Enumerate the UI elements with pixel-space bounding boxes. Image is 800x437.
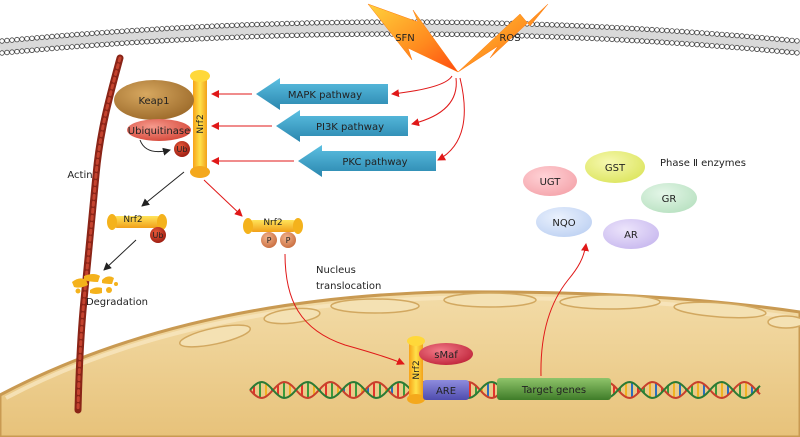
- mapk-pathway-arrow: MAPK pathway: [256, 78, 388, 110]
- mapk-label: MAPK pathway: [288, 90, 362, 101]
- nuclear-nrf2-label: Nrf2: [412, 360, 422, 379]
- phase-ii-enzymes: Phase Ⅱ enzymes UGT GST GR NQO AR: [523, 151, 746, 249]
- translocation-arrow: [284, 253, 405, 365]
- degraded-fragments: [72, 274, 118, 294]
- enzyme-gr: GR: [641, 183, 697, 213]
- nuclear-pores: [178, 292, 800, 348]
- enzyme-ar: AR: [603, 219, 659, 249]
- to-phospho-nrf2-arrow: [203, 179, 243, 217]
- degradation-label: Degradation: [86, 297, 148, 308]
- ar-label: AR: [624, 230, 638, 241]
- ub-marker: Ub: [174, 141, 190, 157]
- ubiquitinase: Ubiquitinase: [127, 119, 191, 141]
- enzyme-gst: GST: [585, 151, 645, 183]
- p-nrf2-label: Nrf2: [263, 218, 282, 228]
- nqo-label: NQO: [552, 218, 575, 229]
- ub-nrf2-ub-label: Ub: [153, 231, 164, 240]
- ubiquitinated-nrf2: Nrf2 Ub: [107, 214, 167, 243]
- phospho-p1-label: P: [267, 236, 272, 245]
- pathway-to-nrf2-arrows: [211, 90, 294, 165]
- sfn-stimulus: SFN: [367, 3, 459, 73]
- ros-label: ROS: [499, 33, 520, 44]
- expression-arrow: [540, 243, 589, 377]
- sfn-label: SFN: [395, 33, 415, 44]
- gr-label: GR: [662, 194, 677, 205]
- keap1-nrf2-complex: Nrf2 Keap1 Ubiquitinase Ub Actin: [67, 70, 210, 181]
- keap1-label: Keap1: [138, 96, 169, 107]
- ub-nrf2-label: Nrf2: [123, 215, 142, 225]
- gst-label: GST: [605, 163, 626, 174]
- target-genes-label: Target genes: [521, 385, 586, 396]
- ugt-label: UGT: [540, 177, 562, 188]
- nrf2-vertical: Nrf2: [190, 70, 210, 178]
- to-ub-nrf2-arrow: [141, 171, 185, 207]
- ubiquitinase-label: Ubiquitinase: [128, 126, 190, 137]
- nuclear-nrf2: Nrf2: [407, 336, 425, 404]
- ubiquitination-arrow: [139, 139, 171, 156]
- pkc-pathway-arrow: PKC pathway: [298, 145, 436, 177]
- pkc-label: PKC pathway: [342, 157, 407, 168]
- stimulus-signal-arrows: [391, 75, 465, 161]
- pi3k-label: PI3K pathway: [316, 122, 384, 133]
- enzyme-nqo: NQO: [536, 207, 592, 237]
- to-degradation-arrow: [103, 239, 137, 271]
- actin-label: Actin: [67, 170, 92, 181]
- smaf-label: sMaf: [434, 350, 458, 361]
- are-label: ARE: [436, 386, 456, 397]
- phosphorylated-nrf2: Nrf2 P P: [243, 218, 303, 248]
- ub-label: Ub: [177, 145, 188, 154]
- ros-stimulus: ROS: [457, 3, 549, 73]
- pi3k-pathway-arrow: PI3K pathway: [276, 110, 408, 142]
- are-element: ARE: [423, 380, 469, 400]
- nucleus: [0, 290, 800, 437]
- smaf: sMaf: [419, 343, 473, 365]
- translocation-line2: translocation: [316, 281, 381, 292]
- nrf2-complex-label: Nrf2: [196, 114, 206, 133]
- enzymes-title: Phase Ⅱ enzymes: [660, 158, 746, 169]
- translocation-line1: Nucleus: [316, 265, 356, 276]
- actin-filament: [74, 54, 124, 414]
- target-genes: Target genes: [497, 378, 611, 400]
- phospho-p2-label: P: [286, 236, 291, 245]
- keap1: Keap1: [114, 80, 194, 120]
- enzyme-ugt: UGT: [523, 166, 577, 196]
